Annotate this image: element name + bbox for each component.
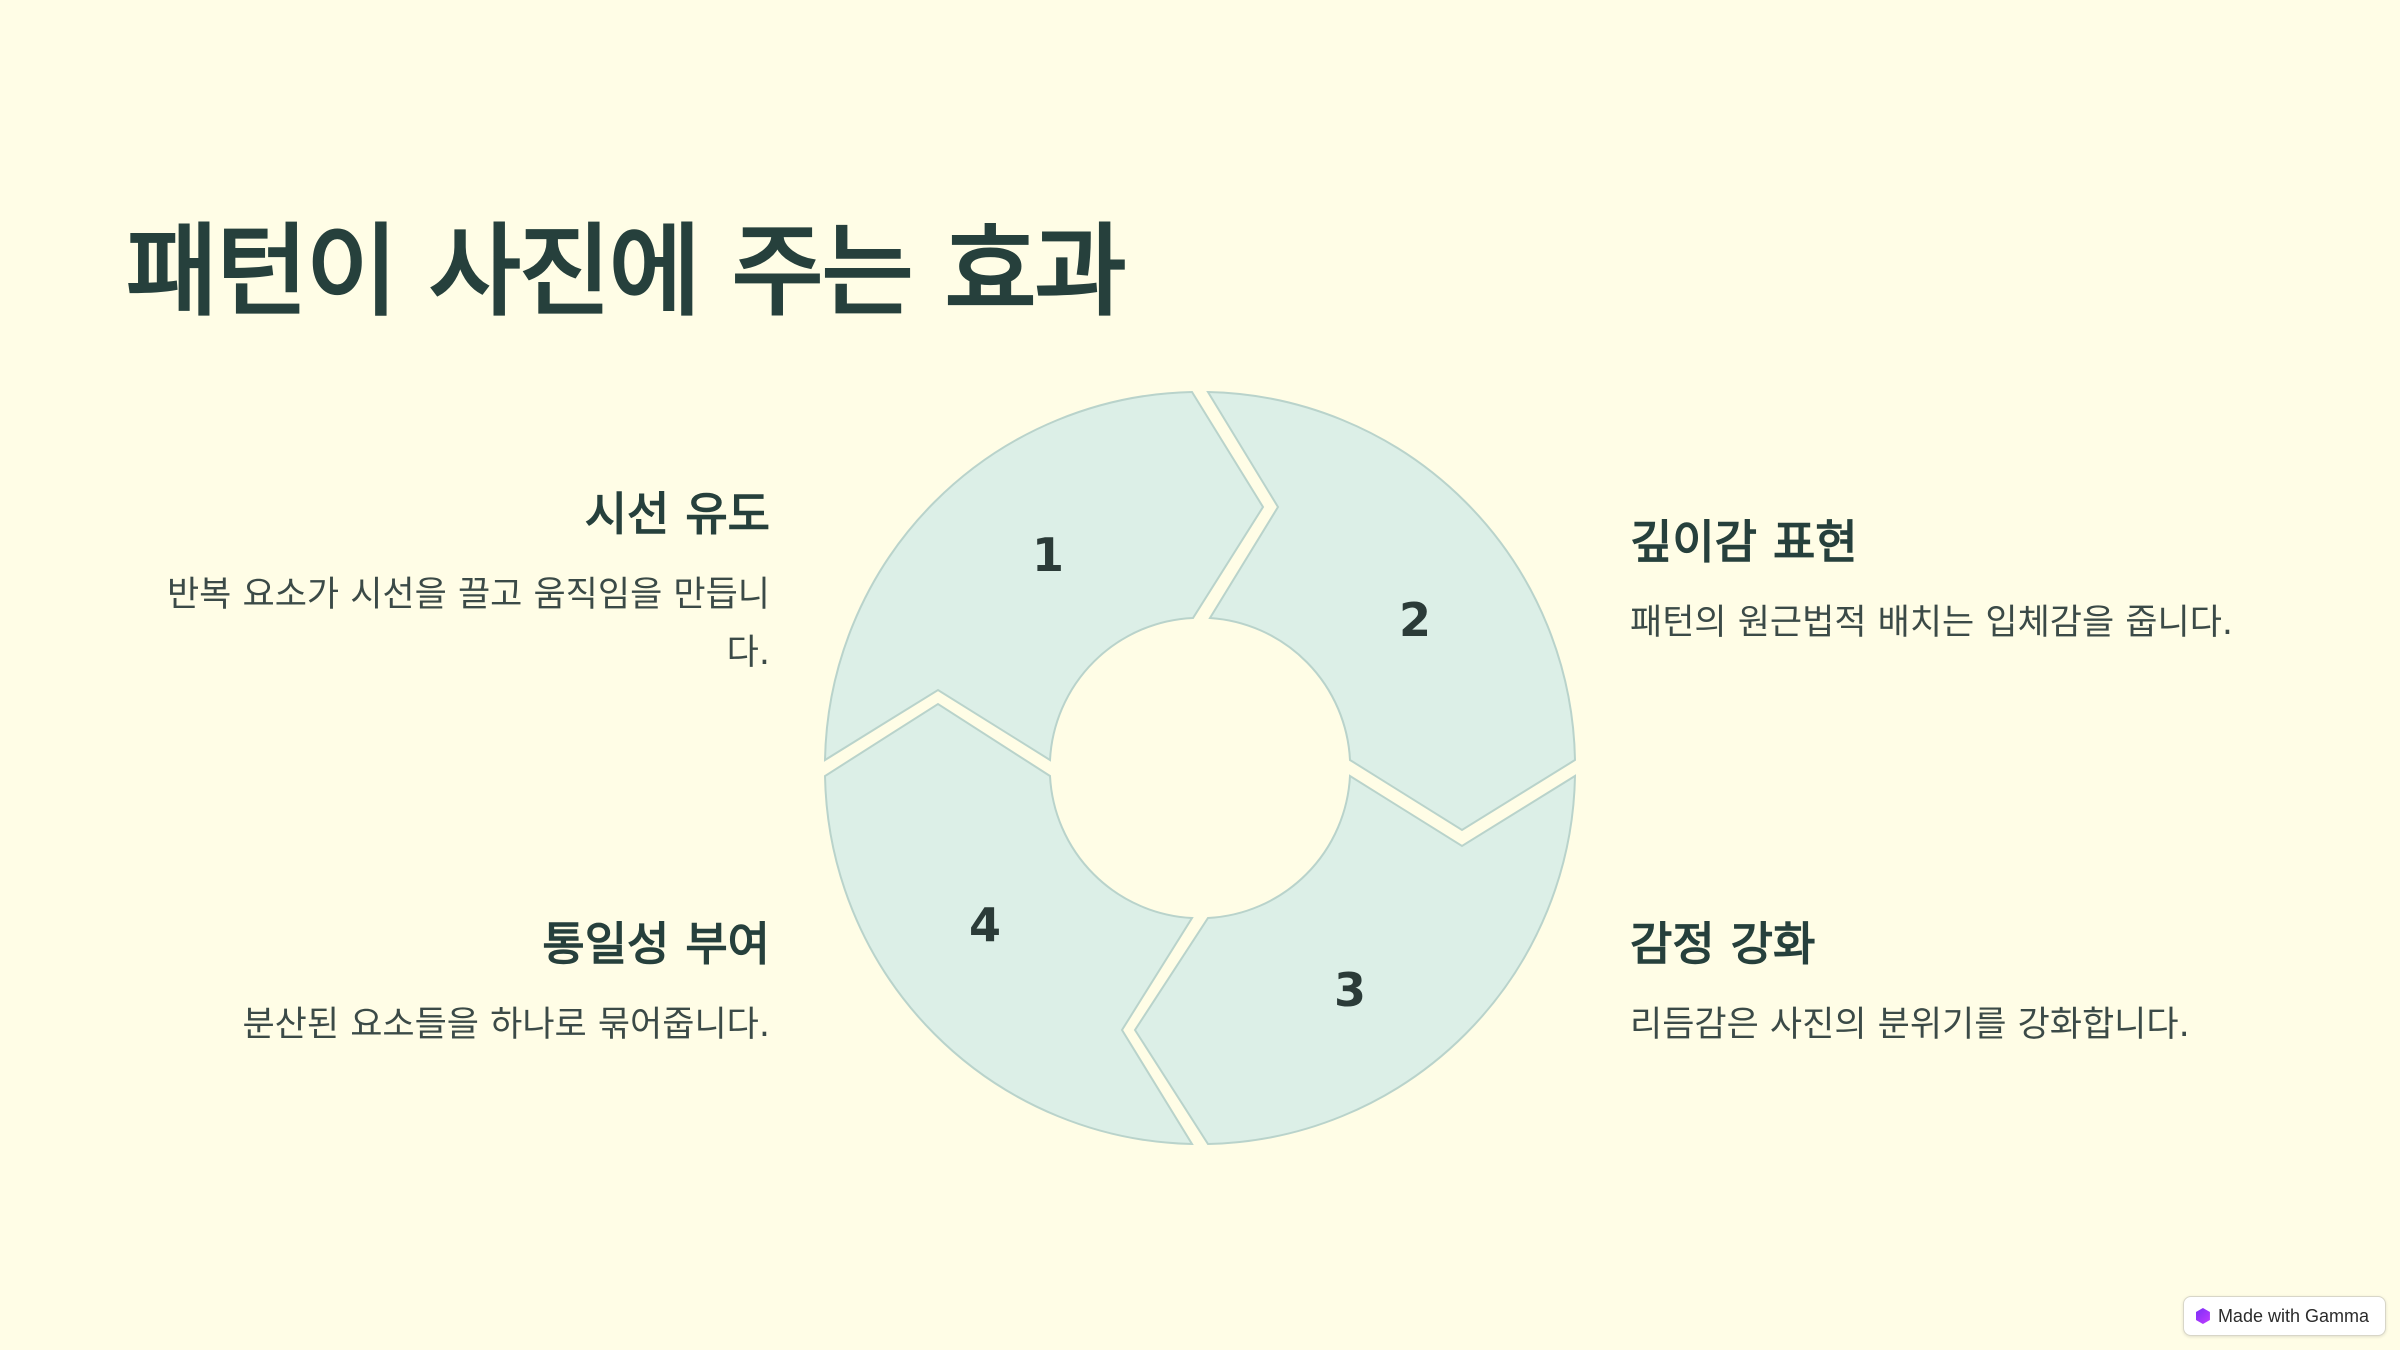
step-block-1: 시선 유도 반복 요소가 시선을 끌고 움직임을 만듭니다. <box>130 478 770 682</box>
cycle-segment-3 <box>1133 774 1577 1146</box>
cycle-number-4: 4 <box>969 898 1001 952</box>
step-block-2: 깊이감 표현 패턴의 원근법적 배치는 입체감을 줍니다. <box>1630 506 2310 652</box>
cycle-number-2: 2 <box>1399 593 1431 647</box>
step-description-1: 반복 요소가 시선을 끌고 움직임을 만듭니다. <box>166 575 770 673</box>
step-description-4: 분산된 요소들을 하나로 묶어줍니다. <box>242 1005 770 1045</box>
step-heading-3: 감정 강화 <box>1630 917 1816 971</box>
cycle-segment-4 <box>823 702 1194 1146</box>
gamma-logo-icon <box>2195 1308 2210 1324</box>
step-heading-4: 통일성 부여 <box>542 917 770 971</box>
step-block-4: 통일성 부여 분산된 요소들을 하나로 묶어줍니다. <box>130 908 770 1054</box>
cycle-number-1: 1 <box>1032 528 1064 582</box>
made-with-gamma-badge[interactable]: Made with Gamma <box>2182 1296 2386 1336</box>
cycle-number-3: 3 <box>1334 963 1366 1017</box>
step-description-3: 리듬감은 사진의 분위기를 강화합니다. <box>1630 1005 2190 1045</box>
slide-title: 패턴이 사진에 주는 효과 <box>126 213 1126 330</box>
step-description-2: 패턴의 원근법적 배치는 입체감을 줍니다. <box>1630 603 2234 643</box>
cycle-segment-1 <box>823 390 1265 762</box>
step-heading-1: 시선 유도 <box>584 487 770 541</box>
badge-label: Made with Gamma <box>2217 1305 2369 1326</box>
cycle-segment-2 <box>1206 390 1577 832</box>
step-heading-2: 깊이감 표현 <box>1630 515 1858 569</box>
step-block-3: 감정 강화 리듬감은 사진의 분위기를 강화합니다. <box>1630 908 2310 1054</box>
